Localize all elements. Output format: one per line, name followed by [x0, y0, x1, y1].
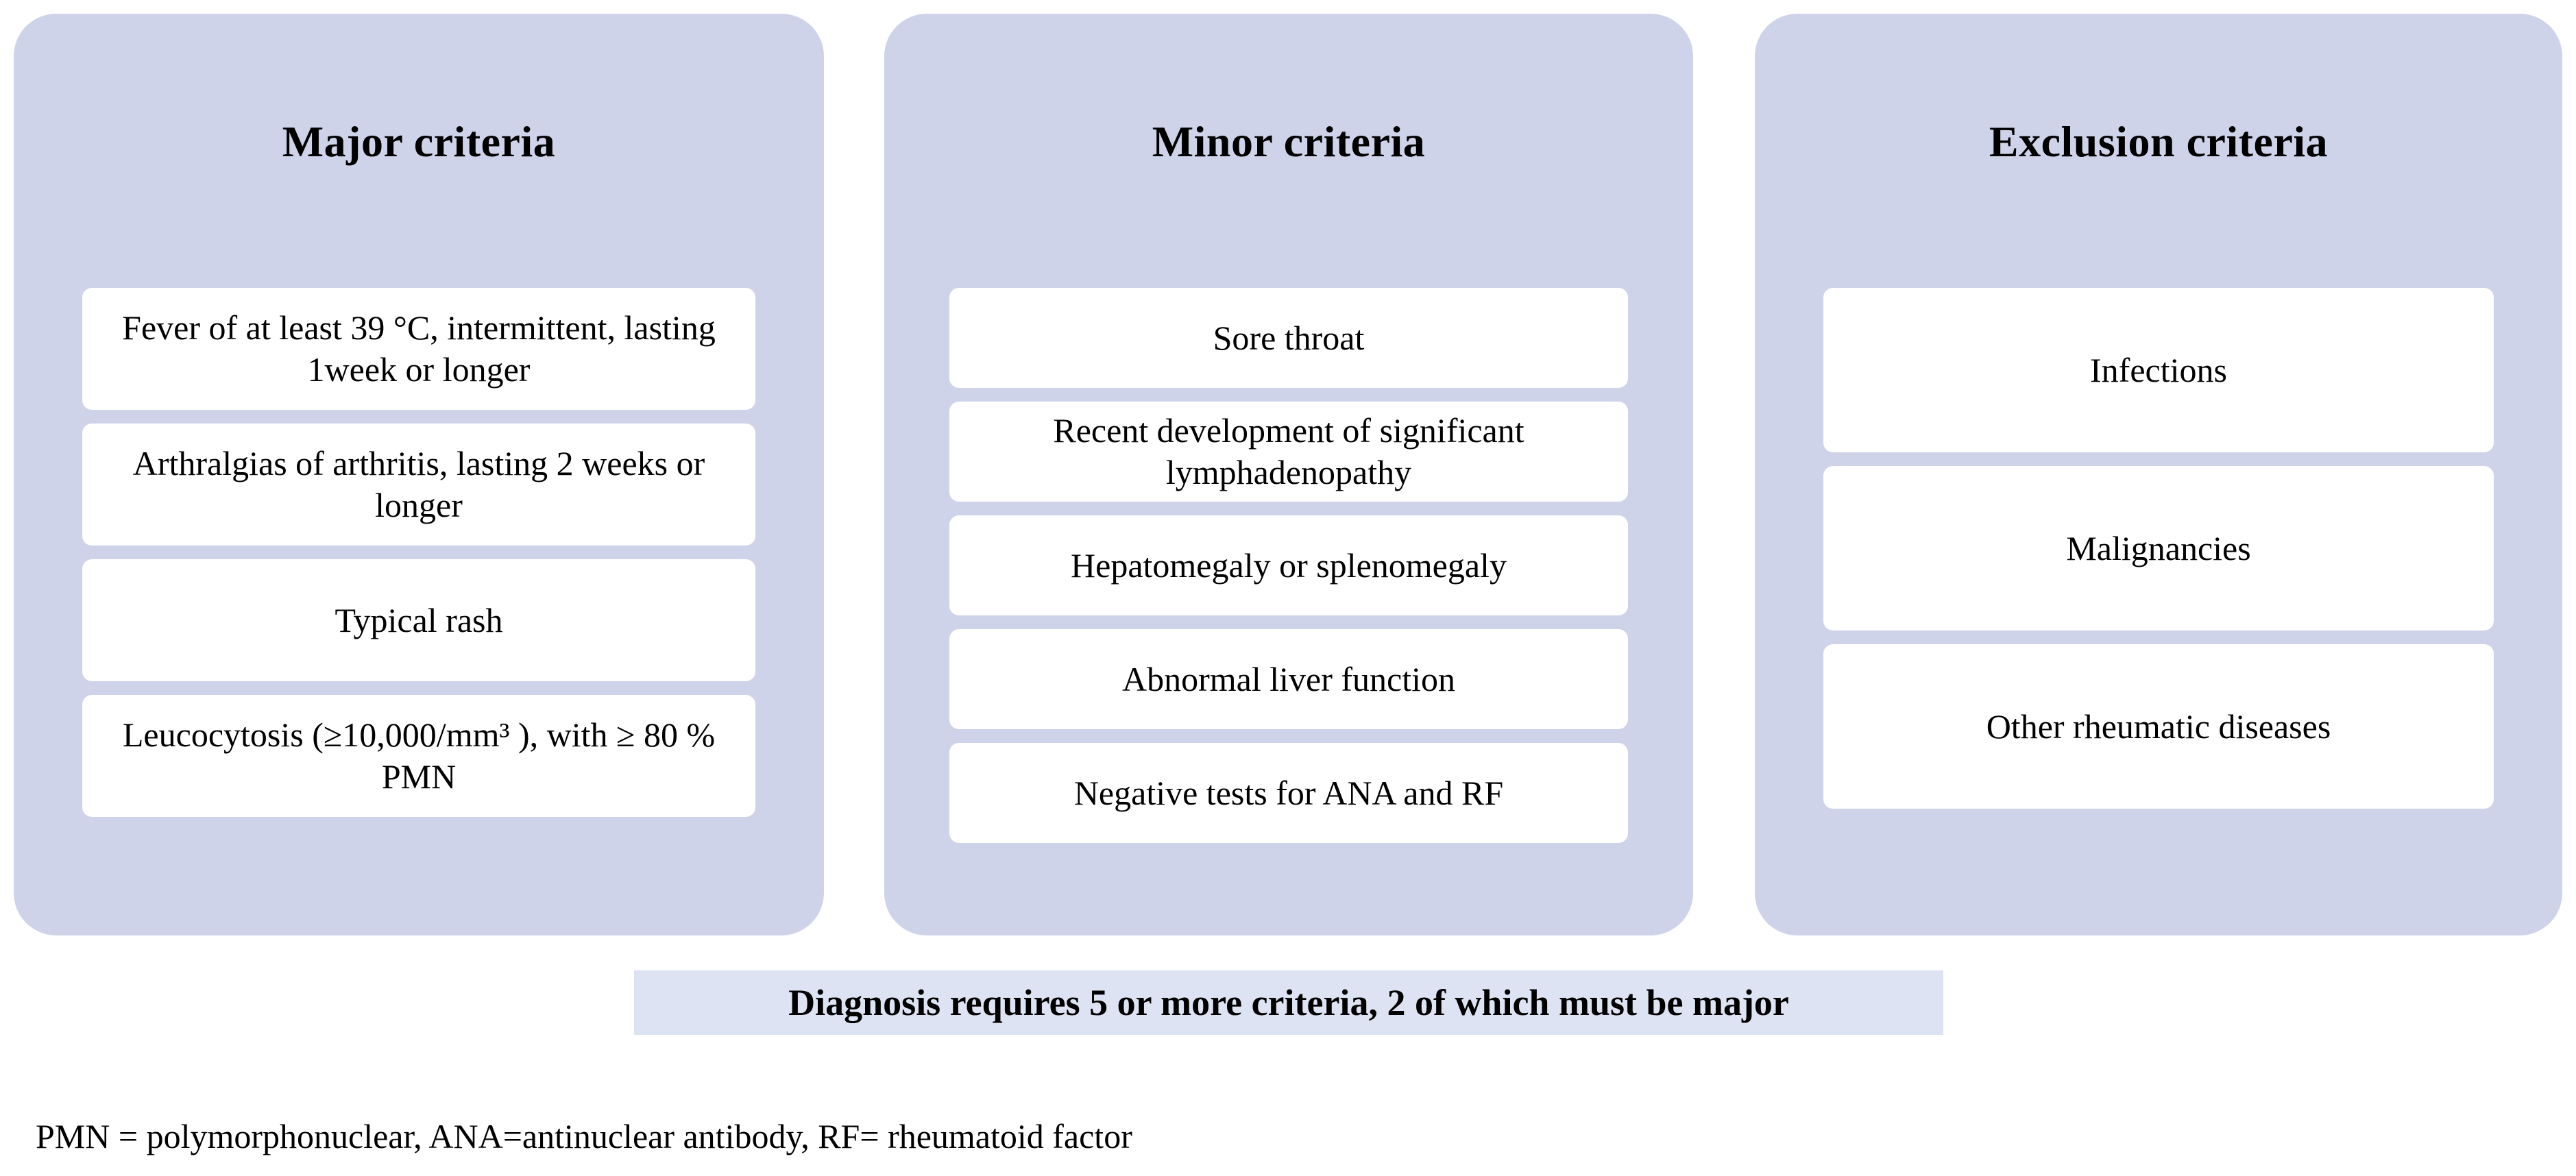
card-stack-exclusion: Infections Malignancies Other rheumatic … [1755, 288, 2562, 809]
panel-title-exclusion: Exclusion criteria [1989, 117, 2329, 166]
criteria-card: Sore throat [949, 288, 1628, 388]
panel-exclusion-criteria: Exclusion criteria Infections Malignanci… [1755, 14, 2562, 935]
criteria-columns: Major criteria Fever of at least 39 °C, … [14, 14, 2562, 935]
criteria-card: Arthralgias of arthritis, lasting 2 week… [82, 424, 755, 546]
panel-title-major: Major criteria [282, 117, 556, 166]
abbreviation-footnote: PMN = polymorphonuclear, ANA=antinuclear… [36, 1117, 1132, 1155]
criteria-card: Negative tests for ANA and RF [949, 743, 1628, 843]
criteria-card: Typical rash [82, 559, 755, 681]
criteria-card: Abnormal liver function [949, 629, 1628, 729]
card-stack-minor: Sore throat Recent development of signif… [884, 288, 1693, 843]
criteria-card: Malignancies [1823, 466, 2494, 630]
panel-minor-criteria: Minor criteria Sore throat Recent develo… [884, 14, 1693, 935]
diagnosis-requirement-banner: Diagnosis requires 5 or more criteria, 2… [634, 970, 1943, 1035]
criteria-card: Recent development of significant lympha… [949, 402, 1628, 502]
criteria-card: Infections [1823, 288, 2494, 452]
panel-major-criteria: Major criteria Fever of at least 39 °C, … [14, 14, 824, 935]
card-stack-major: Fever of at least 39 °C, intermittent, l… [14, 288, 824, 817]
criteria-card: Hepatomegaly or splenomegaly [949, 515, 1628, 615]
criteria-card: Leucocytosis (≥10,000/mm³ ), with ≥ 80 %… [82, 695, 755, 817]
panel-title-minor: Minor criteria [1152, 117, 1426, 166]
criteria-card: Fever of at least 39 °C, intermittent, l… [82, 288, 755, 410]
criteria-card: Other rheumatic diseases [1823, 644, 2494, 809]
